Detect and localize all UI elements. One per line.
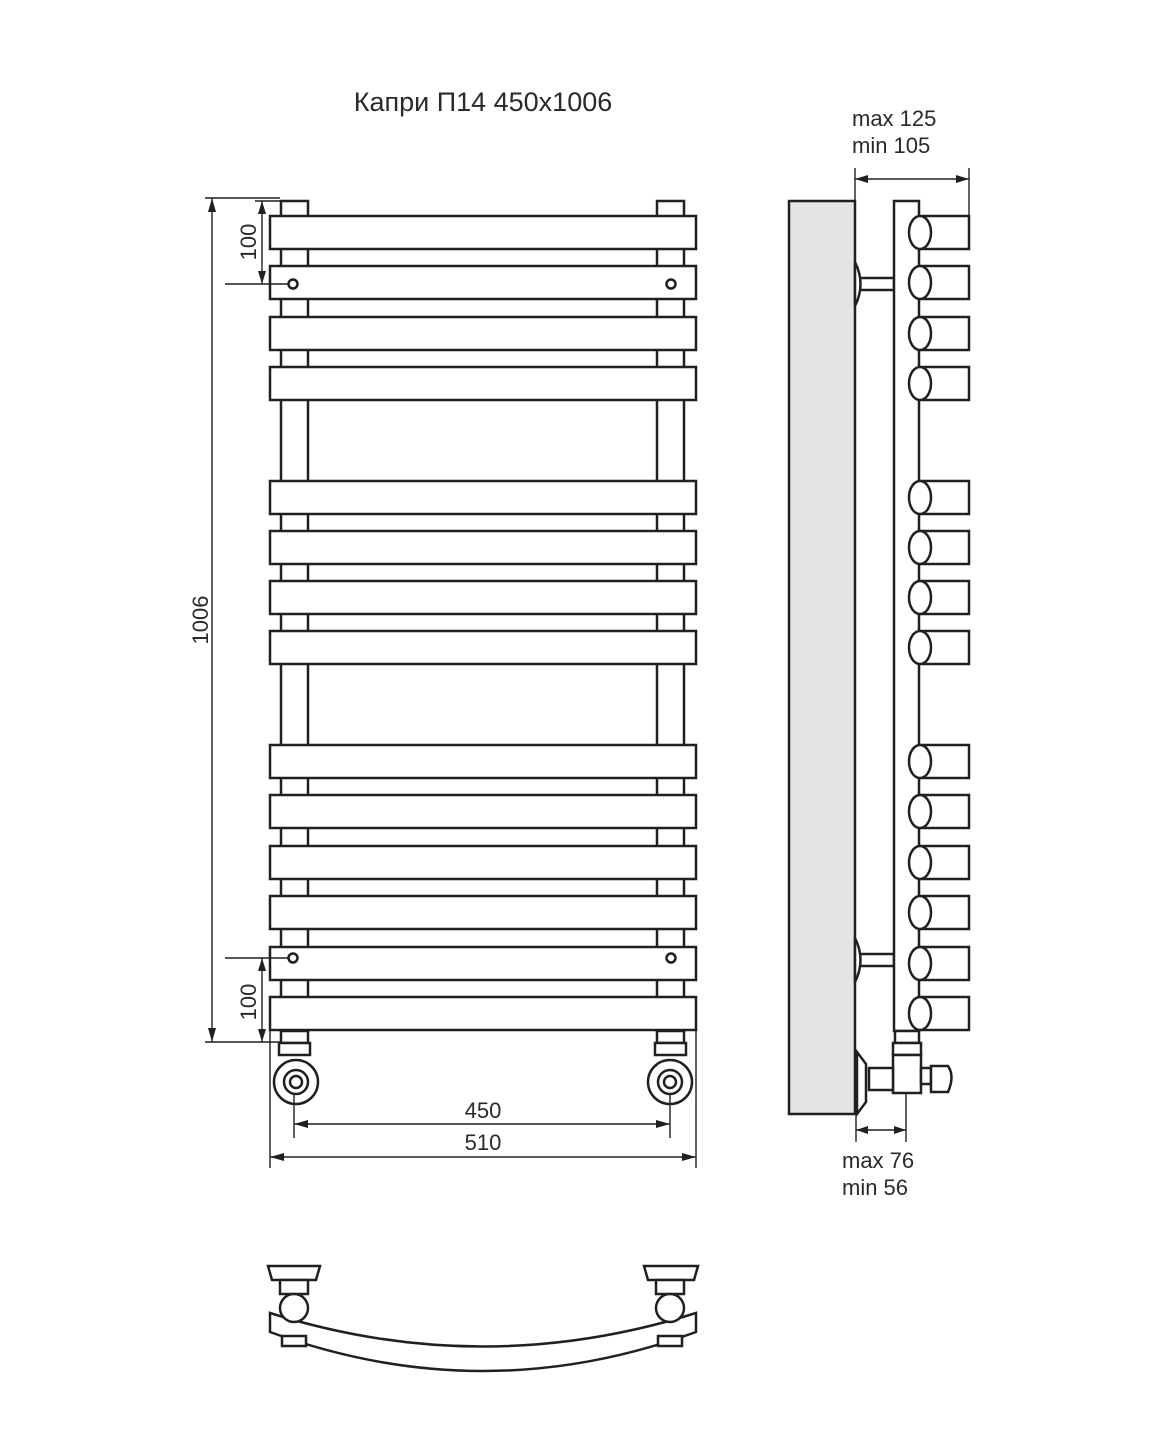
side-rung-9 xyxy=(907,743,971,780)
mount-hole-top-left xyxy=(287,278,299,290)
front-rung-14 xyxy=(268,995,698,1032)
bottom-bracket xyxy=(853,937,896,983)
side-rung-13 xyxy=(907,945,971,982)
side-rungs xyxy=(907,214,971,1032)
depth-dimension: max 125 min 105 xyxy=(852,106,970,216)
front-rung-5 xyxy=(268,479,698,516)
front-rung-2 xyxy=(268,264,698,301)
side-rung-14 xyxy=(907,995,971,1032)
side-rung-11 xyxy=(907,844,971,881)
front-rung-10 xyxy=(268,793,698,830)
front-rung-6 xyxy=(268,529,698,566)
top-left-valve xyxy=(266,1264,322,1348)
side-rung-2 xyxy=(907,264,971,301)
front-rung-12 xyxy=(268,894,698,931)
front-rung-13 xyxy=(268,945,698,982)
bottom-offset-dimension: 100 xyxy=(225,957,289,1042)
connection-min-label: min 56 xyxy=(842,1175,908,1200)
front-rung-7 xyxy=(268,579,698,616)
side-rung-1 xyxy=(907,214,971,251)
side-rung-10 xyxy=(907,793,971,830)
curved-rung-top xyxy=(268,1311,698,1373)
connection-dimension: max 76 min 56 xyxy=(842,1093,914,1200)
wall xyxy=(787,199,857,1116)
total-width-label: 510 xyxy=(465,1130,502,1155)
bottom-offset-label: 100 xyxy=(236,984,261,1021)
total-height-label: 1006 xyxy=(188,596,213,645)
front-rung-1 xyxy=(268,214,698,251)
depth-min-label: min 105 xyxy=(852,133,930,158)
top-offset-label: 100 xyxy=(236,224,261,261)
left-valve xyxy=(272,1029,320,1106)
front-rung-11 xyxy=(268,844,698,881)
front-rungs xyxy=(268,214,698,1032)
side-rung-6 xyxy=(907,529,971,566)
mount-hole-top-right xyxy=(665,278,677,290)
side-rung-12 xyxy=(907,894,971,931)
front-rung-4 xyxy=(268,365,698,402)
total-width-dimension: 510 xyxy=(269,1031,697,1168)
connection-max-label: max 76 xyxy=(842,1148,914,1173)
side-rung-8 xyxy=(907,629,971,666)
center-distance-dimension: 450 xyxy=(293,1095,671,1138)
top-view xyxy=(266,1264,700,1373)
side-view: max 125 min 105 max 76 min 56 xyxy=(787,106,971,1200)
front-rung-9 xyxy=(268,743,698,780)
right-valve xyxy=(646,1029,694,1106)
center-distance-label: 450 xyxy=(465,1098,502,1123)
side-rung-7 xyxy=(907,579,971,616)
top-right-valve xyxy=(642,1264,700,1348)
top-bracket xyxy=(853,261,896,307)
depth-max-label: max 125 xyxy=(852,106,936,131)
top-offset-dimension: 100 xyxy=(225,200,289,285)
side-rung-3 xyxy=(907,315,971,352)
drawing-title: Капри П14 450х1006 xyxy=(354,87,613,117)
front-view: 1006 100 100 450 xyxy=(188,197,698,1168)
front-rung-8 xyxy=(268,629,698,666)
mount-hole-bottom-left xyxy=(287,952,299,964)
mount-hole-bottom-right xyxy=(665,952,677,964)
front-rung-3 xyxy=(268,315,698,352)
side-valve xyxy=(855,1029,953,1118)
side-rung-4 xyxy=(907,365,971,402)
side-rung-5 xyxy=(907,479,971,516)
height-dimension: 1006 xyxy=(188,197,280,1043)
